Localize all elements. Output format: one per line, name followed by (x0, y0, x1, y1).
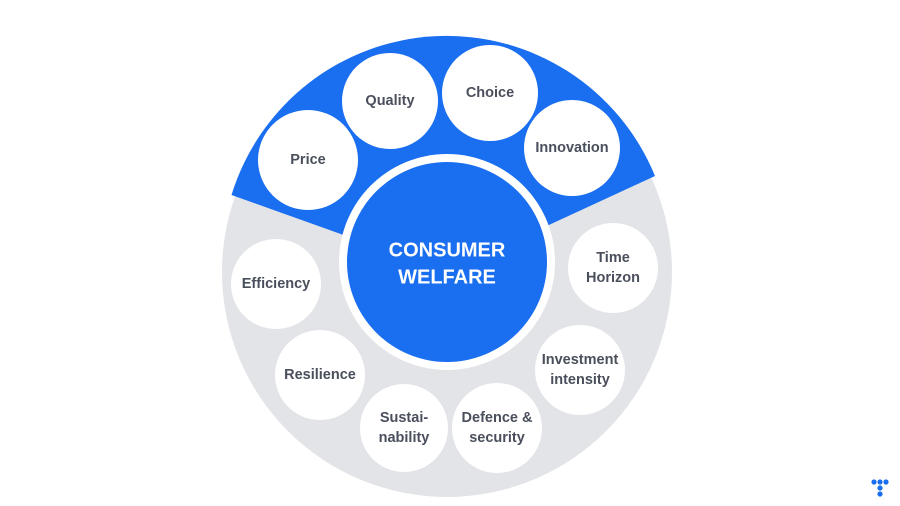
node-choice: Choice (442, 45, 538, 141)
node-innovation: Innovation (524, 100, 620, 196)
node-label-quality-line-1: Quality (365, 93, 414, 109)
node-label-choice-line-1: Choice (466, 85, 514, 101)
node-label-defence-security-line-1: Defence & (462, 410, 533, 426)
top-segment (231, 35, 655, 273)
node-label-price-line-1: Price (290, 152, 325, 168)
node-price: Price (258, 110, 358, 210)
node-label-time-horizon-line-2: Horizon (586, 270, 640, 286)
node-label-sustainability-line-2: nability (379, 430, 430, 446)
node-label-sustainability-line-1: Sustai- (380, 410, 429, 426)
node-circle-efficiency (231, 239, 321, 329)
center-label-line-1: CONSUMER (389, 240, 506, 262)
node-circle-defence-security (452, 383, 542, 473)
node-circle-time-horizon (568, 223, 658, 313)
node-circle-innovation (524, 100, 620, 196)
node-label-investment-intensity-line-1: Investment (542, 352, 619, 368)
node-label-investment-intensity-line-2: intensity (550, 372, 610, 388)
node-quality: Quality (342, 53, 438, 149)
node-label-resilience-line-1: Resilience (284, 367, 356, 383)
node-label-efficiency-line-1: Efficiency (242, 276, 311, 292)
node-label-time-horizon-line-1: Time (596, 250, 630, 266)
node-circle-choice (442, 45, 538, 141)
center-circle (347, 162, 547, 362)
node-investment-intensity: Investment intensity (535, 325, 625, 415)
node-sustainability: Sustai-nability (360, 384, 448, 472)
center-label: CONSUMER WELFARE (389, 240, 506, 289)
factor-nodes: Price Quality ChoiceInnovationEfficiencyRe… (231, 45, 658, 473)
t-dots-logo-icon (871, 479, 889, 497)
node-circle-price (258, 110, 358, 210)
node-efficiency: Efficiency (231, 239, 321, 329)
node-label-defence-security-line-2: security (469, 430, 525, 446)
node-defence-security: Defence & security (452, 383, 542, 473)
node-circle-quality (342, 53, 438, 149)
node-circle-resilience (275, 330, 365, 420)
node-circle-sustainability (360, 384, 448, 472)
center-label-line-2: WELFARE (398, 267, 496, 289)
node-label-innovation-line-1: Innovation (535, 140, 608, 156)
node-circle-investment-intensity (535, 325, 625, 415)
node-resilience: Resilience (275, 330, 365, 420)
